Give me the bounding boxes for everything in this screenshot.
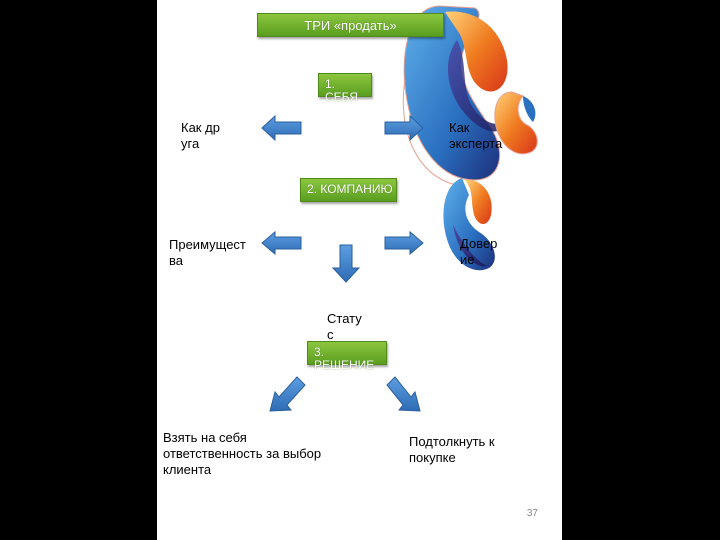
arrow-left-1 [261, 114, 302, 142]
step-box-self: 1. СЕБЯ [318, 73, 372, 103]
label-responsibility: Взять на себя ответственность за выбор к… [163, 430, 322, 477]
arrows-layer [261, 114, 424, 412]
label-trust: Доверие [460, 236, 498, 267]
arrow-down-left-3 [269, 376, 306, 412]
arrow-right-2 [384, 230, 424, 256]
label-status: Статус [327, 311, 362, 342]
arrow-right-1 [384, 114, 424, 142]
label-push: Подтолкнуть к покупке [409, 434, 495, 465]
step-box-company: 2. КОМПАНИЮ [300, 178, 397, 202]
arrow-left-2 [261, 230, 302, 256]
arrow-down-2 [331, 244, 361, 283]
slide: ТРИ «продать» 1. СЕБЯ 2. КОМПАНИЮ 3. РЕШ… [157, 0, 562, 540]
arrow-down-right-3 [386, 376, 421, 412]
step-box-solution: 3. РЕШЕНИЕ [307, 341, 387, 371]
label-expert: Как эксперта [449, 120, 503, 151]
label-friend: Как друга [181, 120, 220, 151]
title-box: ТРИ «продать» [257, 13, 444, 37]
label-advantages: Преимущества [169, 237, 246, 268]
page-number: 37 [526, 508, 538, 519]
